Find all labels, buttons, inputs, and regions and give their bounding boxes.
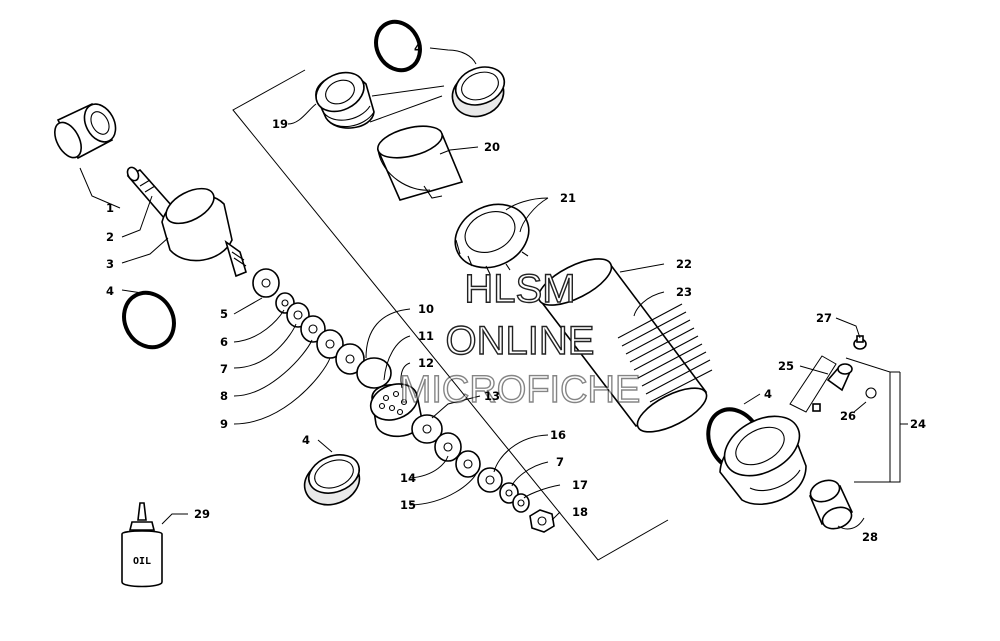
bushing-part-1: [54, 102, 117, 160]
callout-11: 11: [418, 329, 434, 343]
assembly-boundary-outline: [232, 69, 669, 561]
o-ring-part-4-left: [122, 290, 176, 350]
o-ring-part-4-top: [374, 19, 422, 73]
callout-10: 10: [418, 302, 434, 316]
callout-3: 3: [106, 257, 114, 271]
wear-band-part-4-upper: [451, 66, 506, 118]
callout-13: 13: [484, 389, 500, 403]
watermark-line-1: HLSM: [464, 267, 575, 311]
oil-bottle-part-29: OIL: [121, 502, 163, 588]
callout-21: 21: [560, 191, 576, 205]
callout-28: 28: [862, 530, 878, 544]
callout-23: 23: [676, 285, 692, 299]
callout-8: 8: [220, 389, 228, 403]
callout-24: 24: [910, 417, 926, 431]
watermark-line-3: MICROFICHE: [400, 369, 641, 411]
shim-stack-parts-5-9: [252, 268, 392, 389]
callout-4-left: 4: [106, 284, 114, 298]
callout-1: 1: [106, 201, 114, 215]
callout-5: 5: [220, 307, 228, 321]
callout-29: 29: [194, 507, 210, 521]
watermark: HLSM ONLINE MICROFICHE: [399, 266, 641, 411]
callout-7-left: 7: [220, 362, 228, 376]
shim-stack-parts-14-18: [434, 432, 555, 533]
piston-parts-11-13: [369, 383, 443, 444]
wear-band-part-4-lower: [303, 454, 361, 506]
callout-22: 22: [676, 257, 692, 271]
callout-18: 18: [572, 505, 588, 519]
callout-4-lower: 4: [302, 433, 310, 447]
callout-16: 16: [550, 428, 566, 442]
callout-7-right: 7: [556, 455, 564, 469]
callout-2: 2: [106, 230, 114, 244]
callout-14: 14: [400, 471, 416, 485]
callout-labels: 1 2 3 4 4 4 4 5 6 7 7 8 9 10 11 12 13 14…: [106, 41, 926, 544]
end-cap-part-24: [719, 415, 807, 505]
callout-12: 12: [418, 356, 434, 370]
callout-26: 26: [840, 409, 856, 423]
callout-17: 17: [572, 478, 588, 492]
callout-15: 15: [400, 498, 416, 512]
body-eyelet-part-3: [161, 187, 247, 278]
body-tube-parts-22-23: [537, 258, 713, 433]
callout-9: 9: [220, 417, 228, 431]
leader-lines: [79, 47, 908, 530]
callout-19: 19: [272, 117, 288, 131]
bushing-part-28: [808, 479, 854, 530]
adjuster-nut-part-21: [454, 203, 530, 275]
callout-25: 25: [778, 359, 794, 373]
seal-head-part-19: [315, 71, 375, 129]
callout-6: 6: [220, 335, 228, 349]
watermark-line-2: ONLINE: [446, 319, 595, 363]
sleeve-part-20: [376, 125, 464, 201]
valve-parts-25-27: [812, 335, 877, 412]
callout-4-right: 4: [764, 387, 772, 401]
callout-20: 20: [484, 140, 500, 154]
callout-4-top: 4: [414, 41, 422, 55]
oil-bottle-label: OIL: [133, 556, 151, 567]
callout-27: 27: [816, 311, 832, 325]
